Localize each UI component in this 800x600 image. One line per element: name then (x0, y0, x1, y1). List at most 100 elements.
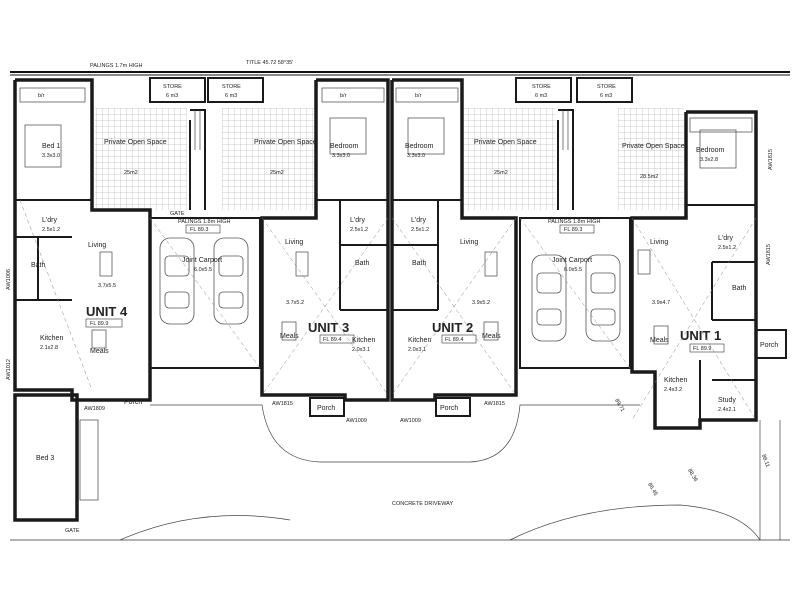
unit-2-living-dims: 3.9x5.2 (472, 300, 490, 306)
store-3 (515, 77, 572, 103)
window-label: AW1815 (272, 401, 293, 407)
pos-hatch-4 (618, 108, 684, 210)
unit-3-ldry-dims: 2.5x1.2 (350, 227, 368, 233)
unit-4-fl-box (85, 318, 123, 328)
gate-label: GATE (65, 528, 80, 534)
store-label: STORE (222, 84, 241, 90)
window-label: AW1009 (346, 418, 367, 424)
unit-3-meals-label: Meals (280, 333, 299, 340)
unit-3-porch-box (309, 397, 345, 417)
unit-4-walls (13, 78, 152, 402)
car-4 (585, 254, 621, 342)
unit-4-fl: FL 89.9 (90, 321, 108, 327)
unit-2-ldry-dims: 2.5x1.2 (411, 227, 429, 233)
pos-hatch-3 (464, 108, 556, 210)
carport-2-fl: FL 89.3 (564, 227, 582, 233)
carport-2-fl-box (559, 224, 595, 234)
unit-3-kitchen-label: Kitchen (352, 337, 375, 344)
bir-label: b/r (340, 93, 347, 99)
unit-2-kitchen-label: Kitchen (408, 337, 431, 344)
unit-3-walls (260, 78, 390, 402)
bir-label: b/r (415, 93, 422, 99)
store-label: STORE (532, 84, 551, 90)
living-sofas (99, 249, 651, 277)
pos-3-label: Private Open Space (474, 139, 537, 146)
unit-2-ldry-label: L'dry (411, 217, 426, 224)
window-label: AW1012 (6, 359, 12, 380)
pos-4-area: 28.5m2 (640, 174, 658, 180)
window-label: AW1009 (400, 418, 421, 424)
car-2 (213, 237, 249, 325)
carport-2-size: 6.0x5.5 (564, 267, 582, 273)
carport-2-outline (519, 217, 631, 369)
store-label: STORE (163, 84, 182, 90)
unit-1-porch-label: Porch (760, 342, 778, 349)
unit-2-fl: FL 89.4 (445, 337, 463, 343)
unit-2-bath-label: Bath (412, 260, 427, 267)
unit-4-ldry-label: L'dry (42, 217, 57, 224)
pos-hatch-2 (222, 108, 316, 210)
pos-2-area: 25m2 (270, 170, 284, 176)
unit-2-walls (390, 78, 518, 402)
unit-1-bath-label: Bath (732, 285, 747, 292)
palings-label-top: PALINGS 1.7m HIGH (90, 63, 142, 69)
unit-1-study-label: Study (718, 397, 736, 404)
carport-2-label: Joint Carport (552, 257, 592, 264)
unit-1-ldry-label: L'dry (718, 235, 733, 242)
car-3 (531, 254, 567, 342)
unit-3-living-dims: 3.7x5.2 (286, 300, 304, 306)
unit-3-fl-box (319, 334, 355, 344)
unit-1-fl: FL 89.9 (693, 346, 711, 352)
bir-label: b/r (38, 93, 45, 99)
pos-4-label: Private Open Space (622, 143, 685, 150)
unit-1-living-label: Living (650, 239, 668, 246)
unit-4-meals-label: Meals (90, 348, 109, 355)
store-area: 6 m3 (166, 93, 178, 99)
gate-label: GATE (170, 211, 185, 217)
unit-1-study-dims: 2.4x2.1 (718, 407, 736, 413)
unit-2-meals-label: Meals (482, 333, 501, 340)
store-area: 6 m3 (535, 93, 547, 99)
unit-3-4-divider-walls (189, 109, 206, 210)
unit-4-title: UNIT 4 (86, 304, 128, 319)
store-2 (207, 77, 264, 103)
site-contour-lines (19, 199, 757, 421)
unit-3-porch-label: Porch (317, 405, 335, 412)
level-label: 86.45 (646, 482, 658, 497)
level-label: 89.71 (613, 398, 625, 413)
level-label: 88.11 (760, 454, 770, 469)
unit-4-ldry-dims: 2.5x1.2 (42, 227, 60, 233)
carport-1-fl: FL 89.3 (190, 227, 208, 233)
level-label: 88.36 (686, 468, 698, 483)
bed-3-label: Bed 3 (36, 455, 54, 462)
unit-1-ldry-dims: 2.5x1.2 (718, 245, 736, 251)
unit-1-bed-label: Bedroom (696, 147, 725, 154)
pos-1-area: 25m2 (124, 170, 138, 176)
unit-2-bed-dims: 3.3x3.0 (407, 153, 425, 159)
unit-2-living-label: Living (460, 239, 478, 246)
unit-3-bed-dims: 3.3x3.0 (332, 153, 350, 159)
unit-4-bath-label: Bath (31, 262, 46, 269)
palings-label-mid: PALINGS 1.8m HIGH (178, 219, 230, 225)
unit-3-fl: FL 89.4 (323, 337, 341, 343)
unit-2-title: UNIT 2 (432, 320, 473, 335)
pos-2-label: Private Open Space (254, 139, 317, 146)
unit-1-meals-label: Meals (650, 337, 669, 344)
carport-1-label: Joint Carport (182, 257, 222, 264)
unit-4-living-dims: 3.7x5.5 (98, 283, 116, 289)
unit-1-walls (630, 110, 758, 430)
unit-3-ldry-label: L'dry (350, 217, 365, 224)
carport-1-size: 6.0x5.5 (194, 267, 212, 273)
bed-3-block (13, 393, 79, 522)
unit-2-kitchen-dims: 2.0x3.1 (408, 347, 426, 353)
palings-label-mid: PALINGS 1.8m HIGH (548, 219, 600, 225)
window-label: AW1809 (84, 406, 105, 412)
unit-1-2-divider-walls (557, 109, 574, 210)
unit-4-living-label: Living (88, 242, 106, 249)
window-label: AW1006 (6, 269, 12, 290)
unit-2-porch-label: Porch (440, 405, 458, 412)
side-path (79, 419, 99, 501)
unit-1-porch-box (755, 329, 787, 359)
window-label: AW1815 (766, 244, 772, 265)
unit-3-living-label: Living (285, 239, 303, 246)
